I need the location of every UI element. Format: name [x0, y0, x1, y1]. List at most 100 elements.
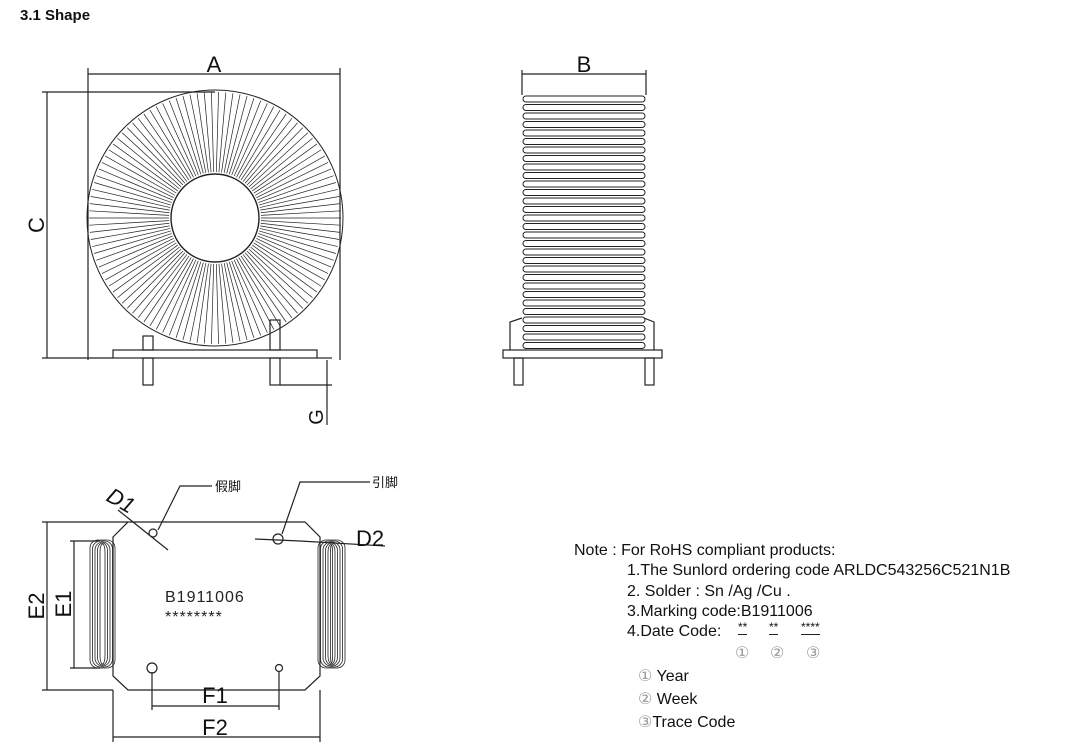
winding-loop	[522, 180, 646, 188]
winding-line	[259, 228, 338, 247]
winding-line	[137, 254, 188, 318]
winding-line	[250, 246, 313, 299]
winding-line	[89, 222, 170, 233]
winding-line	[98, 168, 173, 201]
winding-line	[221, 263, 234, 343]
dim-d1-label: D1	[103, 483, 140, 519]
legend-marker: ③	[638, 714, 653, 731]
dim-d2-label: D2	[356, 526, 384, 551]
winding-line	[112, 143, 178, 192]
winding-line	[228, 261, 255, 338]
date-code-trace: ****	[801, 620, 820, 635]
winding-line	[236, 258, 275, 330]
note-item-3: 3.Marking code:B1911006	[627, 603, 813, 620]
winding-line	[126, 250, 184, 309]
legend-marker: ②	[638, 691, 653, 708]
winding-line	[242, 118, 293, 182]
winding-loop	[522, 265, 646, 273]
dim-e2-label: E2	[24, 593, 49, 620]
lead-pin-callout: 引脚	[372, 475, 398, 490]
winding-line	[260, 203, 341, 214]
dim-b-label: B	[577, 52, 592, 77]
winding-line	[223, 94, 241, 173]
winding-line	[218, 92, 227, 173]
legend-label: Week	[656, 691, 698, 708]
marker-2: ②	[770, 645, 785, 662]
legend-week: ② Week	[638, 690, 697, 711]
winding-line	[258, 175, 334, 203]
winding-line	[117, 246, 180, 299]
note-item-2: 2. Solder : Sn /Ag /Cu .	[627, 583, 791, 600]
winding-line	[226, 262, 248, 340]
winding-loop	[522, 333, 646, 341]
winding-line	[149, 109, 192, 179]
winding-line	[259, 189, 338, 208]
winding-line	[211, 92, 215, 173]
winding-line	[132, 122, 186, 184]
winding-line	[252, 244, 318, 293]
winding-loop	[92, 540, 113, 668]
winding-line	[168, 260, 199, 336]
legend-marker: ①	[638, 668, 653, 685]
winding-line	[189, 263, 207, 342]
winding-line	[155, 258, 194, 330]
winding-loop	[522, 163, 646, 171]
winding-loop	[317, 539, 346, 669]
winding-loop	[522, 282, 646, 290]
marker-1: ①	[735, 645, 750, 662]
winding-line	[94, 182, 171, 206]
winding-line	[96, 233, 172, 261]
winding-line	[215, 92, 219, 173]
winding-line	[108, 149, 177, 194]
winding-line	[203, 263, 212, 344]
winding-line	[257, 168, 332, 201]
winding-loop	[322, 541, 341, 667]
winding-line	[98, 235, 173, 268]
dim-f1-label: F1	[202, 683, 228, 708]
winding-line	[244, 122, 298, 184]
winding-line	[231, 100, 262, 176]
winding-loop	[522, 146, 646, 154]
dim-g-label: G	[306, 409, 328, 425]
winding-line	[112, 244, 178, 293]
side-windings	[522, 95, 646, 349]
winding-loop	[522, 214, 646, 222]
winding-line	[246, 250, 304, 309]
section-title: 3.1 Shape	[20, 7, 91, 24]
winding-line	[253, 149, 322, 194]
winding-line	[242, 254, 293, 318]
winding-line	[236, 106, 275, 178]
winding-line	[89, 210, 170, 216]
marking-code: B1911006	[165, 589, 245, 606]
winding-line	[256, 162, 329, 199]
note-item-4: 4.Date Code:	[627, 623, 722, 640]
winding-line	[101, 162, 174, 199]
winding-loop	[522, 342, 646, 349]
winding-line	[121, 248, 182, 304]
winding-line	[246, 127, 304, 186]
legend-year: ① Year	[638, 667, 689, 688]
winding-line	[92, 189, 171, 208]
marking-stars: ********	[165, 609, 223, 626]
winding-line	[108, 242, 177, 287]
bottom-view	[42, 481, 386, 742]
winding-line	[89, 203, 170, 214]
winding-line	[254, 240, 325, 281]
winding-line	[90, 196, 170, 211]
winding-line	[218, 263, 227, 344]
side-view	[502, 70, 663, 386]
winding-loop	[522, 248, 646, 256]
winding-line	[137, 118, 188, 182]
winding-line	[260, 225, 340, 240]
winding-line	[132, 252, 186, 314]
winding-loop	[522, 325, 646, 332]
winding-loop	[522, 308, 646, 315]
winding-line	[221, 93, 234, 173]
winding-loop	[522, 197, 646, 205]
winding-line	[175, 98, 202, 175]
winding-loop	[522, 257, 646, 264]
winding-line	[143, 255, 190, 323]
winding-line	[260, 220, 341, 226]
winding-loop	[522, 155, 646, 162]
